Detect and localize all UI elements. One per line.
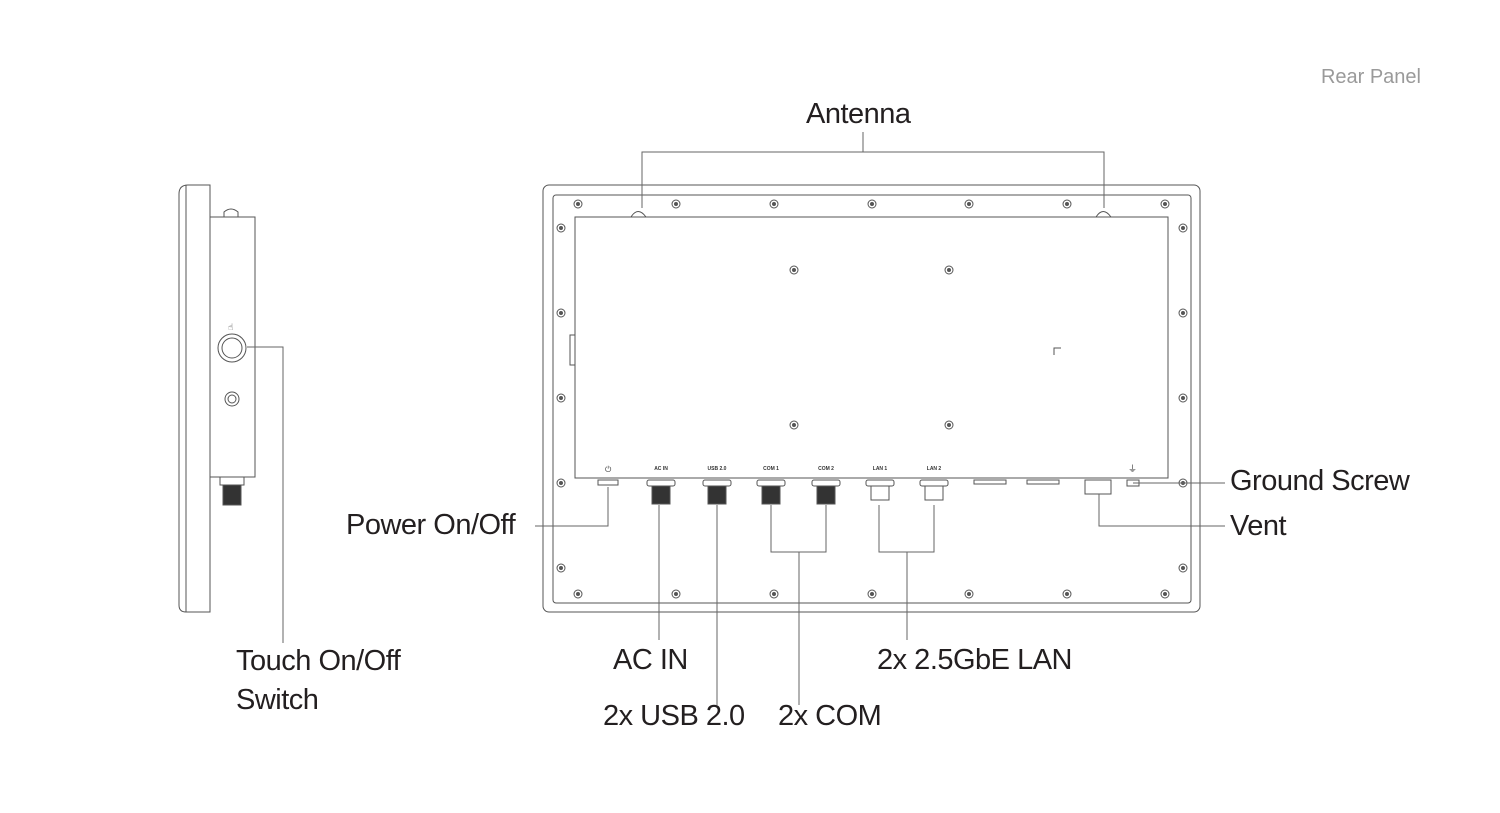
screw	[1062, 589, 1072, 599]
antenna-connector-left	[630, 211, 647, 218]
port-label: COM 2	[818, 466, 834, 472]
screw	[556, 223, 566, 233]
ac-in-label: AC IN	[613, 644, 688, 676]
antenna-label: Antenna	[806, 98, 911, 130]
screw	[671, 199, 681, 209]
screw	[769, 589, 779, 599]
ground-screw-label: Ground Screw	[1230, 465, 1410, 497]
screw	[556, 393, 566, 403]
screw	[556, 308, 566, 318]
screw	[573, 589, 583, 599]
port-3	[756, 479, 786, 487]
screw	[556, 478, 566, 488]
port-5	[865, 479, 895, 487]
screw	[671, 589, 681, 599]
port-label: LAN 2	[927, 466, 942, 472]
screw	[556, 563, 566, 573]
com-label: 2x COM	[778, 700, 882, 732]
usb-label: 2x USB 2.0	[603, 700, 745, 732]
screw	[867, 199, 877, 209]
port-label: USB 2.0	[708, 466, 727, 472]
screw	[1178, 393, 1188, 403]
touch-hand-icon: ☝	[228, 322, 233, 332]
vent-label: Vent	[1230, 510, 1287, 542]
port-label: AC IN	[654, 466, 668, 472]
touch-switch[interactable]	[217, 333, 247, 363]
port-4	[811, 479, 841, 487]
port-6	[919, 479, 949, 487]
port-label: LAN 1	[873, 466, 888, 472]
screw	[944, 265, 954, 275]
rear-view: AC IN USB 2.0 COM 1 COM 2 LAN 1 LAN 2 ⏚ ⏻	[542, 184, 1201, 613]
screw	[964, 199, 974, 209]
leader-lines	[247, 132, 1225, 705]
port-label: COM 1	[763, 466, 779, 472]
power-icon: ⏻	[605, 465, 612, 474]
screw	[964, 589, 974, 599]
power-label: Power On/Off	[346, 509, 516, 541]
page-title: Rear Panel	[1320, 66, 1421, 88]
svg-text:⏚: ⏚	[1128, 464, 1137, 474]
screw	[867, 589, 877, 599]
screw	[769, 199, 779, 209]
side-view: ☝	[178, 184, 256, 613]
port-1	[646, 479, 676, 487]
screw	[944, 420, 954, 430]
screw	[573, 199, 583, 209]
screw	[1062, 199, 1072, 209]
screw	[1178, 223, 1188, 233]
antenna-connector-right	[1095, 211, 1112, 218]
screw	[1160, 589, 1170, 599]
touch-label: Touch On/Off	[236, 645, 401, 677]
screw	[1178, 308, 1188, 318]
screw	[789, 420, 799, 430]
port-2	[702, 479, 732, 487]
screw	[1178, 563, 1188, 573]
vent	[1084, 479, 1112, 495]
touch-label-2: Switch	[236, 684, 319, 716]
screw	[789, 265, 799, 275]
lan-label: 2x 2.5GbE LAN	[877, 644, 1073, 676]
screw	[1160, 199, 1170, 209]
